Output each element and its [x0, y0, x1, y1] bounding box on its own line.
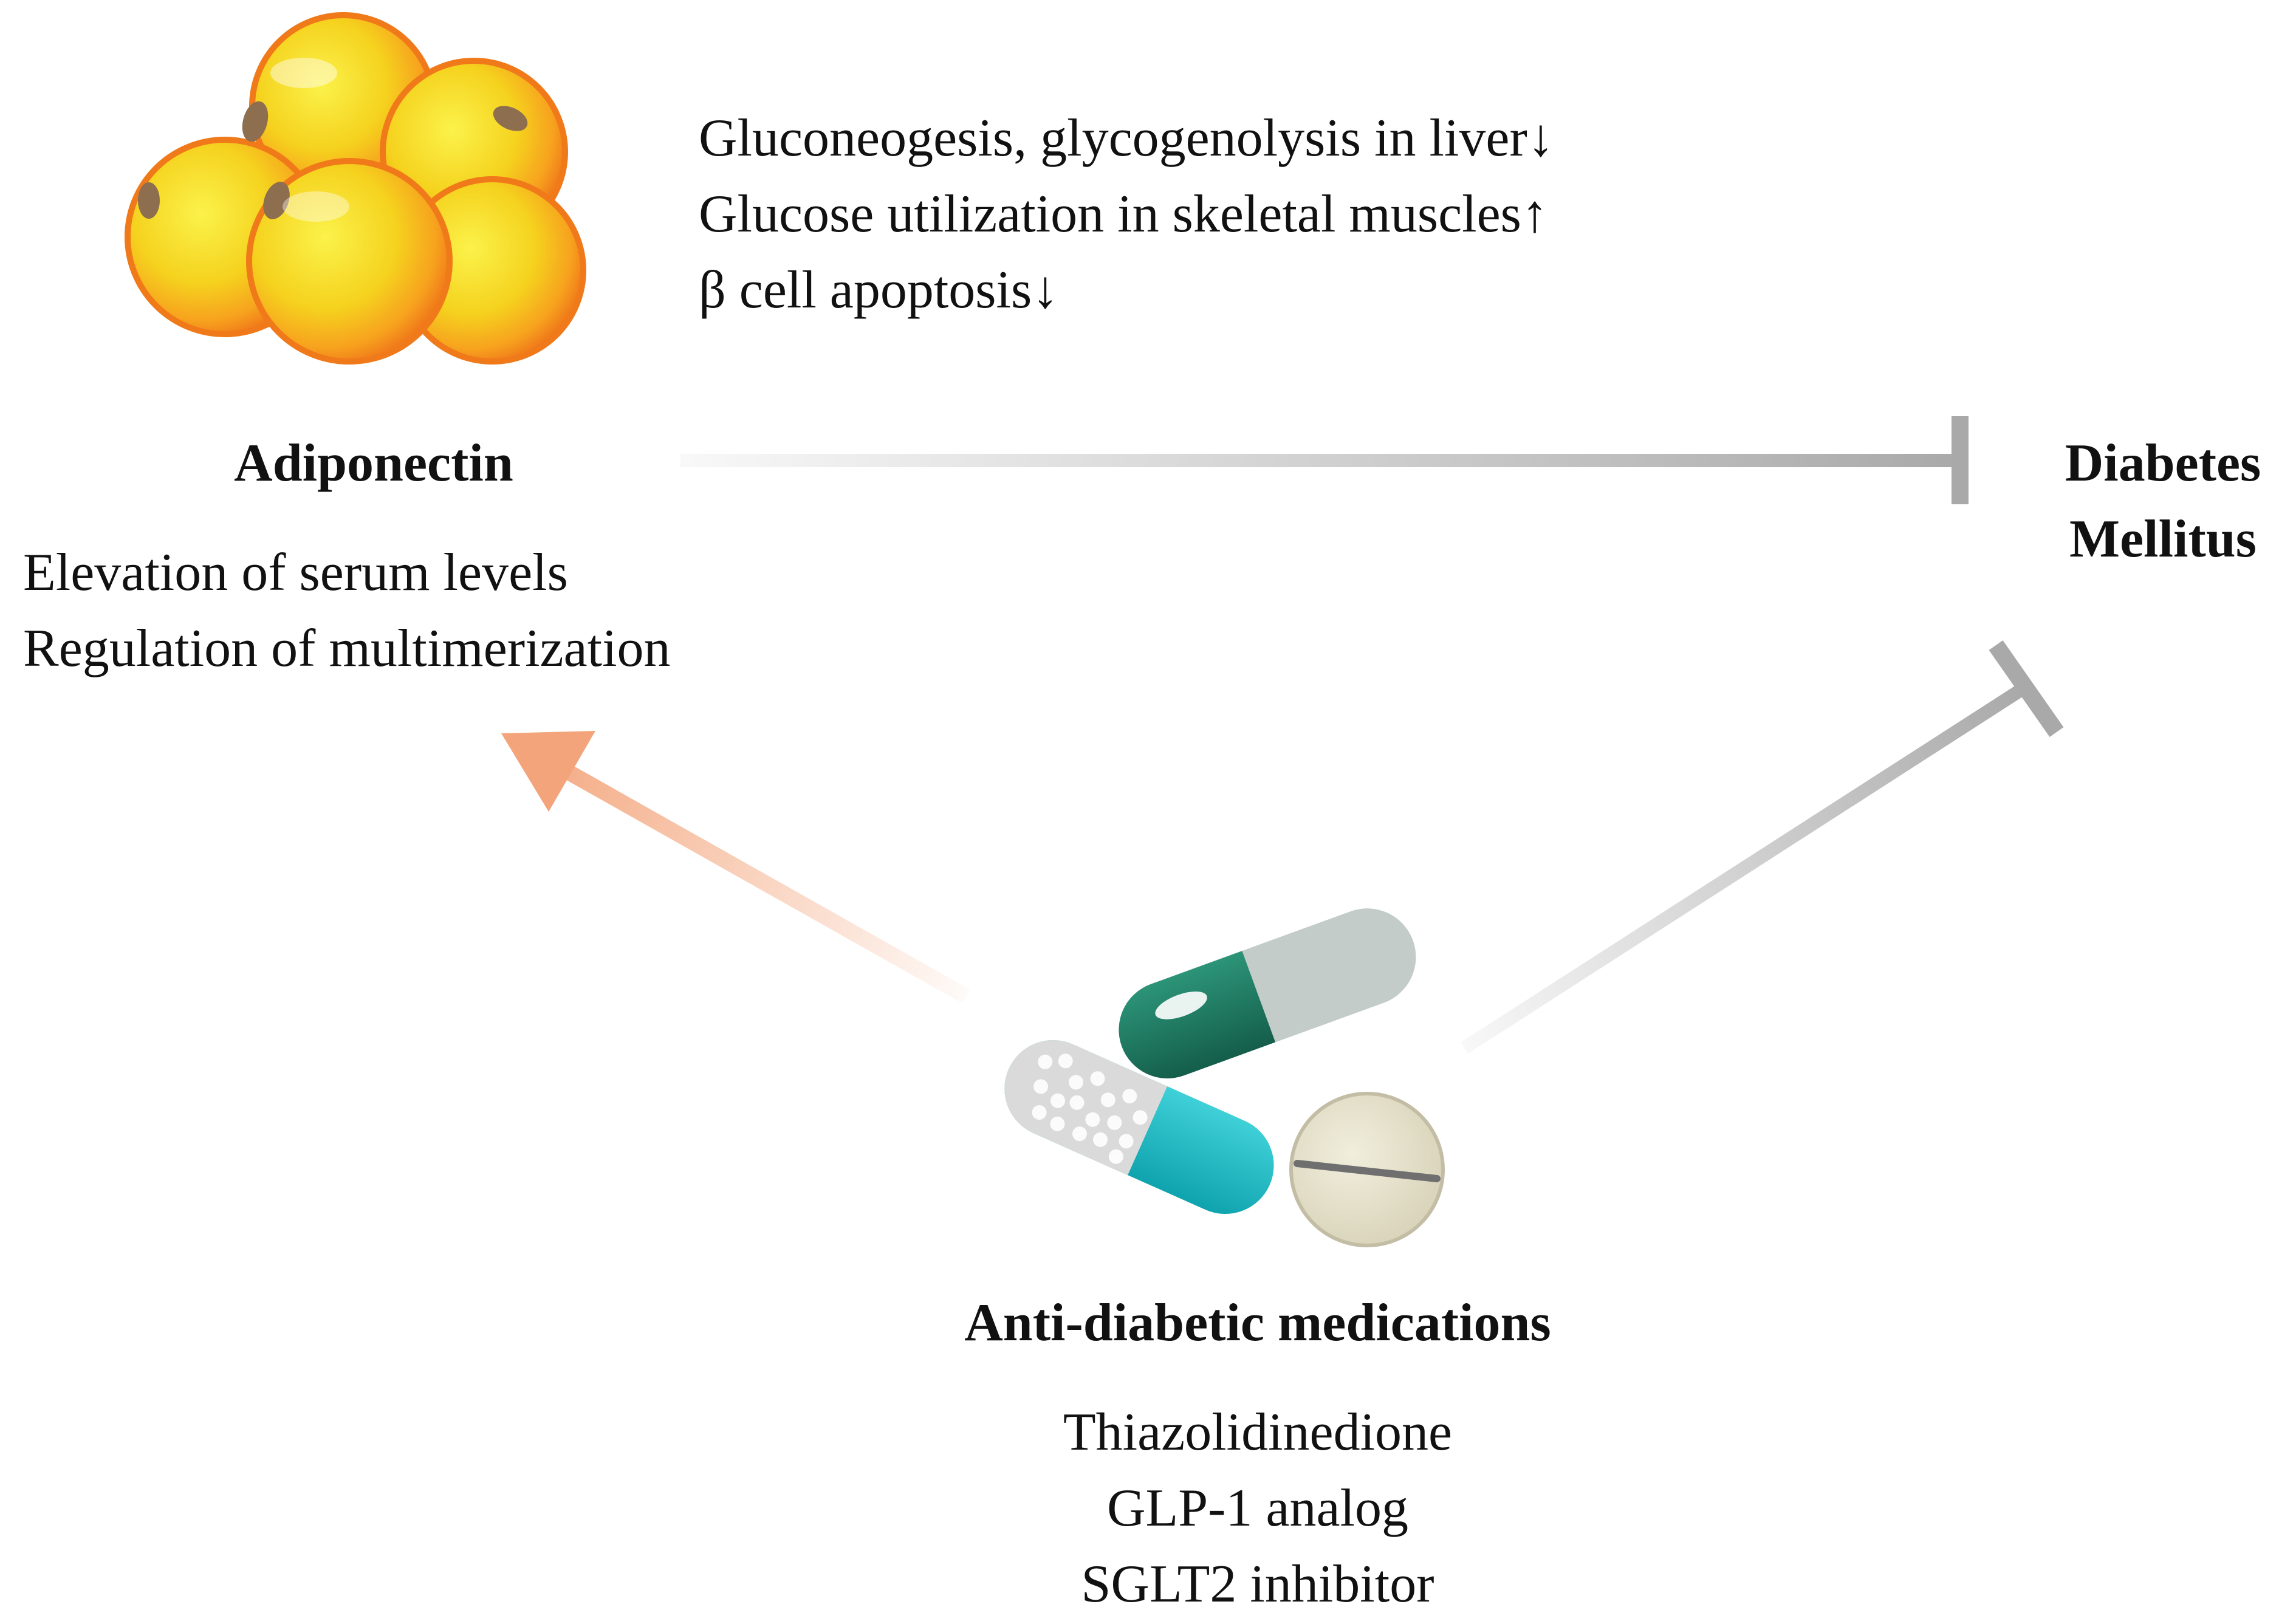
inhibition-arrow-adiponectin-to-diabetes: [680, 416, 1969, 504]
medication-item: GLP-1 analog: [1106, 1479, 1409, 1538]
medications-list: Thiazolidinedione GLP-1 analog SGLT2 inh…: [881, 1394, 1634, 1622]
diabetes-label-line-2: Mellitus: [2069, 510, 2257, 569]
inhibition-arrow-medications-to-diabetes: [1461, 640, 2064, 1054]
adiponectin-effects-list: Gluconeogesis, glycogenolysis in liver↓ …: [699, 100, 1554, 328]
effect-beta-cell: β cell apoptosis↓: [699, 261, 1059, 320]
adipocyte-cluster-icon: [125, 12, 586, 365]
effect-skeletal-muscle: Glucose utilization in skeletal muscles↑: [699, 185, 1548, 244]
capsules-and-tablet-icon: [1004, 908, 1445, 1247]
medication-item: SGLT2 inhibitor: [1081, 1555, 1434, 1614]
diabetes-mellitus-title: Diabetes Mellitus: [2005, 425, 2296, 577]
adiponectin-title: Adiponectin: [234, 434, 513, 493]
modulation-serum-levels: Elevation of serum levels: [23, 543, 568, 602]
modulation-multimerization: Regulation of multimerization: [23, 619, 671, 678]
effect-liver: Gluconeogesis, glycogenolysis in liver↓: [699, 109, 1554, 168]
medication-item: Thiazolidinedione: [1063, 1403, 1453, 1462]
diabetes-label-line-1: Diabetes: [2065, 434, 2261, 493]
adiponectin-modulation-list: Elevation of serum levels Regulation of …: [23, 535, 671, 687]
activation-arrow-medications-to-adiponectin: [501, 731, 970, 1004]
medications-title: Anti-diabetic medications: [964, 1293, 1551, 1352]
